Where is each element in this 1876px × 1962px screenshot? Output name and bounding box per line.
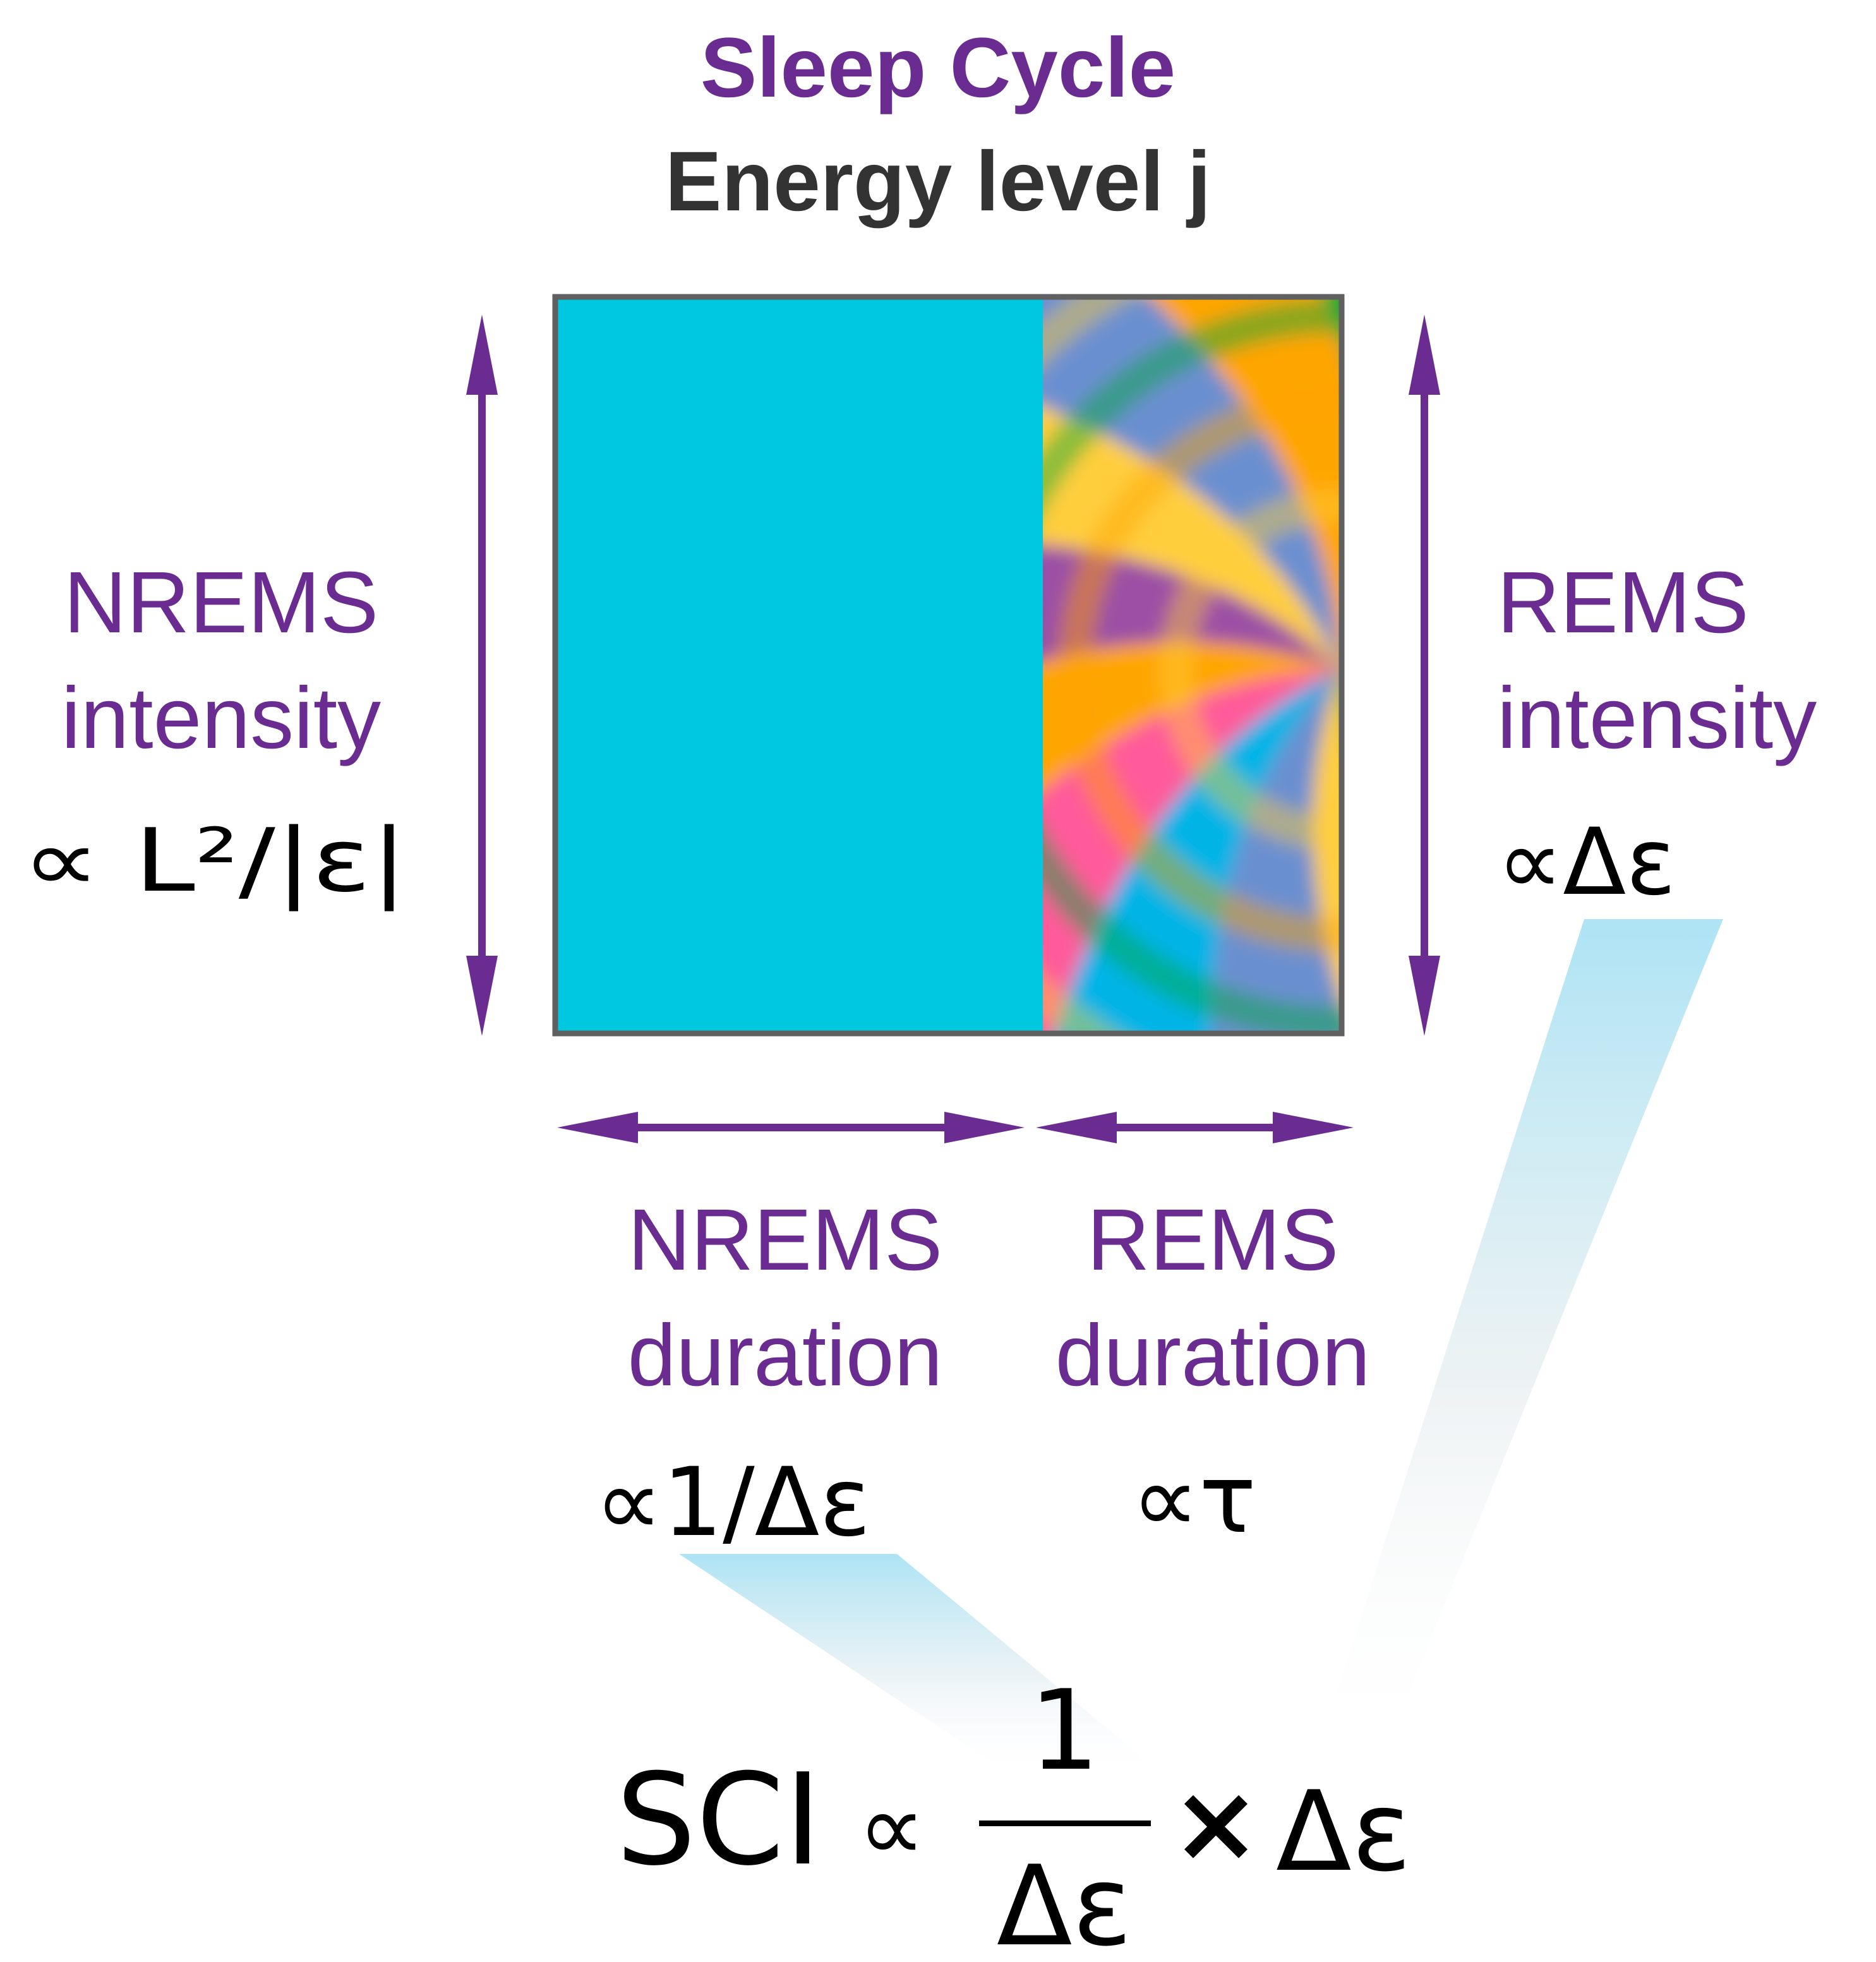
rems-intensity-label: REMS intensity: [1497, 554, 1817, 767]
rems-swirl-ring: [1057, 387, 1340, 953]
svg-text:duration: duration: [628, 1307, 943, 1404]
rems-swirl-band: [1043, 407, 1340, 670]
rems-swirl-ring: [1158, 488, 1340, 852]
fraction-bar: [979, 1821, 1151, 1826]
rems-duration-label: REMS duration: [1055, 1191, 1371, 1404]
nrems-intensity-arrow: [466, 315, 498, 1036]
sleep-cycle-box: [552, 294, 1345, 1037]
box-border: [552, 294, 1345, 1037]
diagram-title: Sleep Cycle: [700, 21, 1176, 115]
rems-swirl-band: [1150, 297, 1340, 658]
nrems-duration-label: NREMS duration: [628, 1191, 943, 1404]
rems-intensity-arrow: [1409, 315, 1440, 1036]
sci-factor: Δε: [1276, 1768, 1411, 1896]
nrems-intensity-formula: ∝ L²/|ε|: [22, 810, 407, 912]
diagram-subtitle: Energy level j: [665, 135, 1211, 229]
svg-text:duration: duration: [1055, 1307, 1371, 1404]
svg-text:REMS: REMS: [1087, 1191, 1339, 1289]
nrems-region: [555, 297, 1045, 1033]
nrems-intensity-label: NREMS intensity: [61, 554, 381, 767]
sci-lhs: SCI: [616, 1747, 822, 1894]
sci-denominator: Δε: [997, 1843, 1132, 1962]
sci-times: ×: [1171, 1761, 1261, 1886]
beam-right: [1326, 919, 1723, 1724]
svg-text:intensity: intensity: [1497, 670, 1817, 767]
beam-left: [679, 1554, 1156, 1769]
svg-text:REMS: REMS: [1497, 554, 1749, 651]
svg-text:NREMS: NREMS: [64, 554, 378, 651]
sci-numerator: 1: [1029, 1667, 1099, 1795]
rems-swirl-band: [1043, 670, 1340, 1033]
nrems-duration-formula: ∝1/Δε: [595, 1448, 871, 1558]
sci-prop: ∝: [858, 1773, 925, 1883]
rems-intensity-formula: ∝Δε: [1497, 809, 1676, 916]
sci-formula: SCI ∝ 1 Δε × Δε: [616, 1667, 1411, 1962]
rems-region: [1043, 297, 1340, 1033]
svg-text:NREMS: NREMS: [628, 1191, 942, 1289]
rems-duration-formula: ∝τ: [1131, 1445, 1256, 1555]
rems-duration-arrow: [1036, 1112, 1354, 1143]
nrems-duration-arrow: [557, 1112, 1025, 1143]
svg-text:intensity: intensity: [61, 670, 381, 767]
rems-swirl-band: [1043, 641, 1340, 791]
